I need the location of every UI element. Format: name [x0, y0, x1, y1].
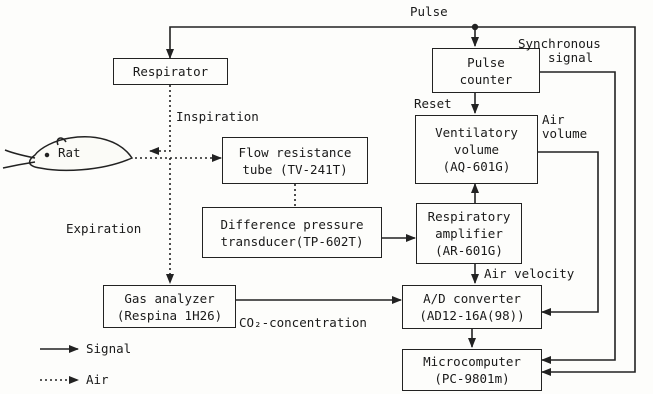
respirator-label: Respirator: [133, 63, 208, 80]
expiration-label: Expiration: [66, 222, 141, 236]
pulse-counter-label-1: Pulse: [467, 54, 505, 71]
co2-concentration-label: CO₂-concentration: [239, 316, 367, 330]
gas-analyzer-box: Gas analyzer (Respina 1H26): [103, 285, 236, 328]
resp-amplifier-model: (AR-601G): [435, 242, 503, 259]
microcomputer-label-2: (PC-9801m): [434, 370, 509, 387]
ventilatory-volume-box: Ventilatory volume (AQ-601G): [415, 115, 538, 184]
rat-label: Rat: [58, 145, 81, 160]
legend-signal-label: Signal: [86, 342, 131, 356]
flow-resistance-label-1: Flow resistance: [239, 144, 352, 161]
pulse-label: Pulse: [410, 5, 448, 19]
ventilatory-volume-model: (AQ-601G): [443, 158, 511, 175]
diff-pressure-label-1: Difference pressure: [221, 216, 364, 233]
ventilatory-volume-label-2: volume: [454, 141, 499, 158]
air-volume-line: [538, 152, 598, 312]
respirator-box: Respirator: [113, 58, 228, 85]
synchronous-signal-label-1: Synchronous: [518, 37, 601, 51]
air-velocity-label: Air velocity: [484, 267, 574, 281]
resp-amplifier-label-1: Respiratory: [428, 208, 511, 225]
pulse-counter-label-2: counter: [460, 71, 513, 88]
ventilatory-volume-label-1: Ventilatory: [435, 124, 518, 141]
flow-resistance-tube-box: Flow resistance tube (TV-241T): [222, 137, 368, 184]
respiratory-amplifier-box: Respiratory amplifier (AR-601G): [416, 203, 522, 264]
legend-air-label: Air: [86, 373, 109, 387]
difference-pressure-transducer-box: Difference pressure transducer(TP-602T): [202, 207, 382, 258]
ad-converter-label-2: (AD12-16A(98)): [419, 307, 524, 324]
diff-pressure-label-2: transducer(TP-602T): [221, 233, 364, 250]
gas-analyzer-label-1: Gas analyzer: [124, 290, 214, 307]
resp-amplifier-label-2: amplifier: [435, 225, 503, 242]
air-volume-label-1: Air: [542, 113, 565, 127]
pulse-junction-dot: [473, 25, 478, 30]
pulse-line: [170, 27, 475, 58]
pulse-counter-box: Pulse counter: [432, 48, 540, 93]
gas-analyzer-label-2: (Respina 1H26): [117, 307, 222, 324]
air-volume-label-2: volume: [542, 127, 587, 141]
reset-label: Reset: [414, 97, 452, 111]
synchronous-signal-label-2: signal: [548, 51, 593, 65]
inspiration-line: [150, 85, 170, 151]
microcomputer-box: Microcomputer (PC-9801m): [402, 349, 542, 391]
microcomputer-label-1: Microcomputer: [423, 353, 521, 370]
ad-converter-box: A/D converter (AD12-16A(98)): [402, 285, 542, 329]
flow-resistance-label-2: tube (TV-241T): [242, 161, 347, 178]
ad-converter-label-1: A/D converter: [423, 290, 521, 307]
inspiration-label: Inspiration: [176, 110, 259, 124]
